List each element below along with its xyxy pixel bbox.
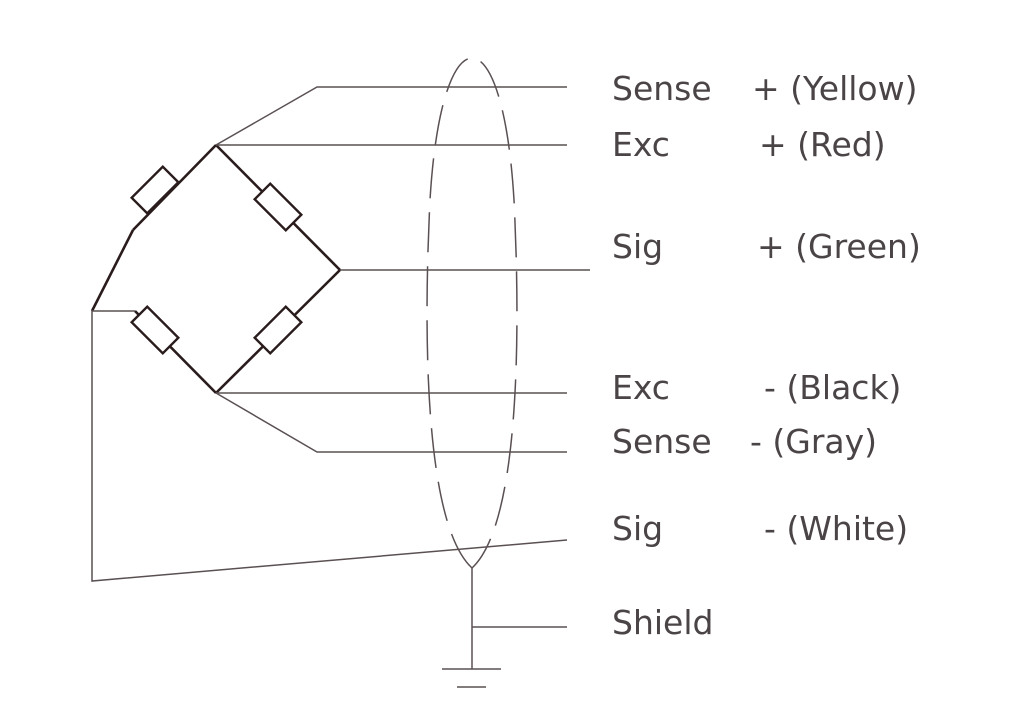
wire-label-name: Shield <box>612 603 714 642</box>
bridge-arm <box>90 229 135 312</box>
wire-label-polarity: + (Red) <box>759 125 886 164</box>
resistor-icon <box>129 164 181 216</box>
wire-label-name: Exc <box>612 368 670 407</box>
resistor-icon <box>252 304 304 356</box>
resistor-icon <box>252 181 304 233</box>
ground-icon <box>442 668 501 688</box>
wire-label-name: Exc <box>612 125 670 164</box>
wire-sense-plus <box>215 86 567 146</box>
wire-sense-minus <box>215 392 567 453</box>
wheatstone-bridge <box>90 144 341 394</box>
wire-label-name: Sense <box>612 422 712 461</box>
wire-label-name: Sense <box>612 69 712 108</box>
cable-shield-outline <box>426 57 518 570</box>
wire-label-name: Sig <box>612 227 664 266</box>
wire-label-polarity: - (Black) <box>764 368 902 407</box>
wire-label-polarity: - (Gray) <box>750 422 878 461</box>
resistor-icon <box>129 304 181 356</box>
wire-label-polarity: + (Green) <box>757 227 921 266</box>
wire-sig-minus <box>91 311 568 582</box>
wire-label-polarity: + (Yellow) <box>752 69 918 108</box>
wire-label-polarity: - (White) <box>764 509 909 548</box>
wire-label-name: Sig <box>612 509 664 548</box>
